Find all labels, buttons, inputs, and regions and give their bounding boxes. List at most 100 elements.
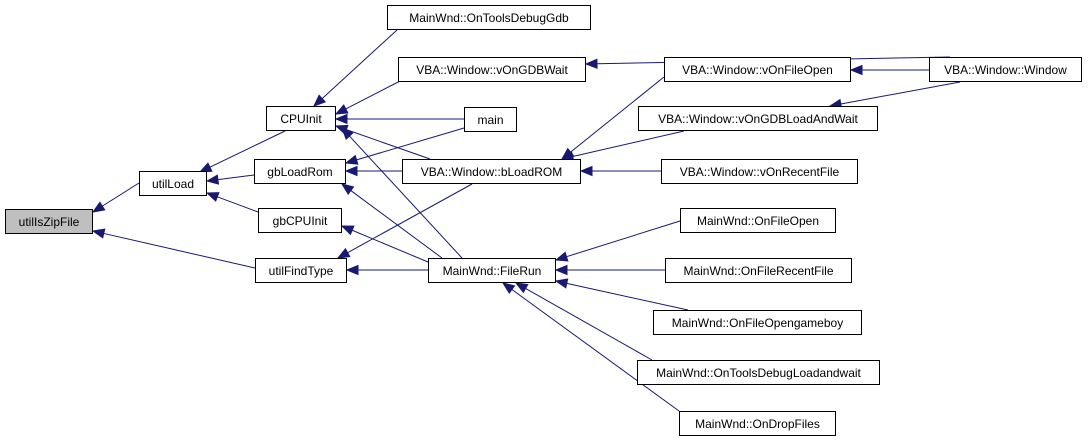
node-window-window[interactable]: VBA::Window::Window (929, 57, 1082, 82)
edge-arrowhead (554, 264, 568, 276)
edge-file-run-to-gb-cpu-init (340, 225, 429, 263)
edge-arrowhead (205, 174, 220, 185)
node-label: MainWnd::OnFileOpen (696, 213, 820, 228)
edge-file-run-to-gb-load-rom (340, 183, 443, 259)
node-label: MainWnd::OnDropFiles (695, 416, 820, 431)
edge-arrowhead (91, 228, 106, 239)
node-label: VBA::Window::vOnRecentFile (679, 164, 840, 179)
edge-arrowhead (340, 183, 355, 196)
edge-line (566, 282, 689, 311)
node-util-load[interactable]: utilLoad (139, 171, 207, 196)
edge-line (570, 76, 665, 153)
edge-line (511, 289, 680, 412)
edge-arrowhead (334, 104, 349, 115)
edge-arrowhead (205, 192, 220, 202)
edge-on-file-opengameboy-to-file-run (554, 278, 689, 311)
edge-line (321, 29, 398, 99)
edge-line (347, 183, 473, 254)
edge-arrowhead (584, 58, 598, 70)
edge-cpu-init-to-util-load (198, 130, 286, 173)
edge-arrowhead (341, 127, 354, 141)
node-von-gdb-load-and-wait[interactable]: VBA::Window::vOnGDBLoadAndWait (638, 106, 878, 131)
edge-gb-cpu-init-to-util-load (205, 192, 259, 213)
node-main[interactable]: main (464, 107, 517, 132)
node-label: VBA::Window::vOnGDBWait (416, 62, 568, 77)
edge-arrowhead (313, 94, 327, 107)
node-on-tools-debug-loadandwait[interactable]: MainWnd::OnToolsDebugLoadandwait (637, 360, 880, 385)
edge-arrowhead (514, 282, 529, 294)
edge-line (346, 129, 431, 160)
edge-main-to-cpu-init (334, 113, 464, 125)
edge-line (217, 174, 255, 181)
edge-bload-rom-to-util-find-type (336, 183, 473, 259)
edge-window-window-to-von-gdb-load-and-wait (828, 81, 961, 110)
edge-von-gdb-load-and-wait-to-bload-rom (560, 130, 685, 162)
edge-line (103, 232, 256, 269)
node-von-file-open[interactable]: VBA::Window::vOnFileOpen (664, 57, 851, 82)
edge-line (525, 287, 653, 361)
edge-arrowhead (501, 282, 516, 295)
node-label: CPUInit (280, 111, 322, 126)
node-util-find-type[interactable]: utilFindType (255, 258, 347, 283)
edge-line (102, 182, 140, 207)
edge-arrowhead (334, 113, 348, 125)
node-label: MainWnd::OnToolsDebugGdb (409, 10, 569, 25)
edge-line (356, 127, 465, 161)
node-on-file-recent-file[interactable]: MainWnd::OnFileRecentFile (665, 258, 852, 283)
edge-arrowhead (344, 165, 358, 177)
node-label: utilFindType (268, 263, 334, 278)
edge-on-tools-debug-loadandwait-to-file-run (514, 282, 653, 361)
edge-line (566, 220, 681, 258)
node-util-is-zip-file[interactable]: utilIsZipFile (5, 209, 93, 234)
node-file-run[interactable]: MainWnd::FileRun (428, 258, 556, 283)
edge-line (349, 135, 463, 259)
node-label: utilLoad (151, 176, 195, 191)
edge-arrowhead (345, 264, 359, 276)
node-von-gdb-wait[interactable]: VBA::Window::vOnGDBWait (398, 57, 586, 82)
node-label: VBA::Window::vOnFileOpen (682, 62, 833, 77)
node-label: VBA::Window::vOnGDBLoadAndWait (658, 111, 858, 126)
node-label: MainWnd::FileRun (442, 263, 542, 278)
edge-main-to-gb-load-rom (344, 127, 465, 165)
edge-arrowhead (579, 165, 593, 177)
edge-line (209, 130, 286, 168)
node-cpu-init[interactable]: CPUInit (266, 106, 336, 131)
edge-von-gdb-wait-to-cpu-init (334, 78, 405, 115)
edge-on-tools-debug-gdb-to-cpu-init (313, 29, 398, 107)
edge-arrowhead (340, 225, 355, 236)
node-gb-cpu-init[interactable]: gbCPUInit (258, 208, 342, 233)
node-on-file-open[interactable]: MainWnd::OnFileOpen (680, 208, 836, 233)
node-von-recent-file[interactable]: VBA::Window::vOnRecentFile (661, 159, 858, 184)
node-label: gbLoadRom (267, 164, 333, 179)
node-on-tools-debug-gdb[interactable]: MainWnd::OnToolsDebugGdb (387, 5, 591, 30)
node-bload-rom[interactable]: VBA::Window::bLoadROM (402, 159, 581, 184)
edge-von-recent-file-to-bload-rom (579, 165, 661, 177)
node-gb-load-rom[interactable]: gbLoadRom (254, 159, 346, 184)
node-label: MainWnd::OnToolsDebugLoadandwait (656, 365, 861, 380)
edge-arrowhead (336, 247, 351, 259)
edge-line (217, 196, 259, 213)
edge-arrowhead (91, 201, 106, 213)
edge-line (572, 130, 685, 158)
edge-line (840, 81, 961, 105)
edge-arrowhead (849, 64, 863, 76)
node-label: MainWnd::OnFileRecentFile (683, 263, 834, 278)
edge-line (350, 190, 443, 259)
node-on-file-opengameboy[interactable]: MainWnd::OnFileOpengameboy (653, 310, 862, 335)
node-label: utilIsZipFile (18, 214, 80, 229)
edge-arrowhead (344, 154, 359, 165)
edge-line (351, 229, 429, 263)
edge-line (345, 78, 405, 110)
edge-util-load-to-util-is-zip-file (91, 182, 140, 213)
edge-file-run-to-cpu-init (341, 127, 463, 259)
edge-arrowhead (554, 251, 569, 262)
edge-bload-rom-to-gb-load-rom (344, 165, 402, 177)
edge-on-file-open-to-file-run (554, 220, 681, 262)
node-label: gbCPUInit (272, 213, 328, 228)
edge-on-drop-files-to-file-run (501, 282, 680, 412)
node-on-drop-files[interactable]: MainWnd::OnDropFiles (679, 411, 836, 436)
node-label: VBA::Window::bLoadROM (420, 164, 563, 179)
edge-window-window-to-von-file-open (849, 64, 929, 76)
edge-file-run-to-util-find-type (345, 264, 428, 276)
